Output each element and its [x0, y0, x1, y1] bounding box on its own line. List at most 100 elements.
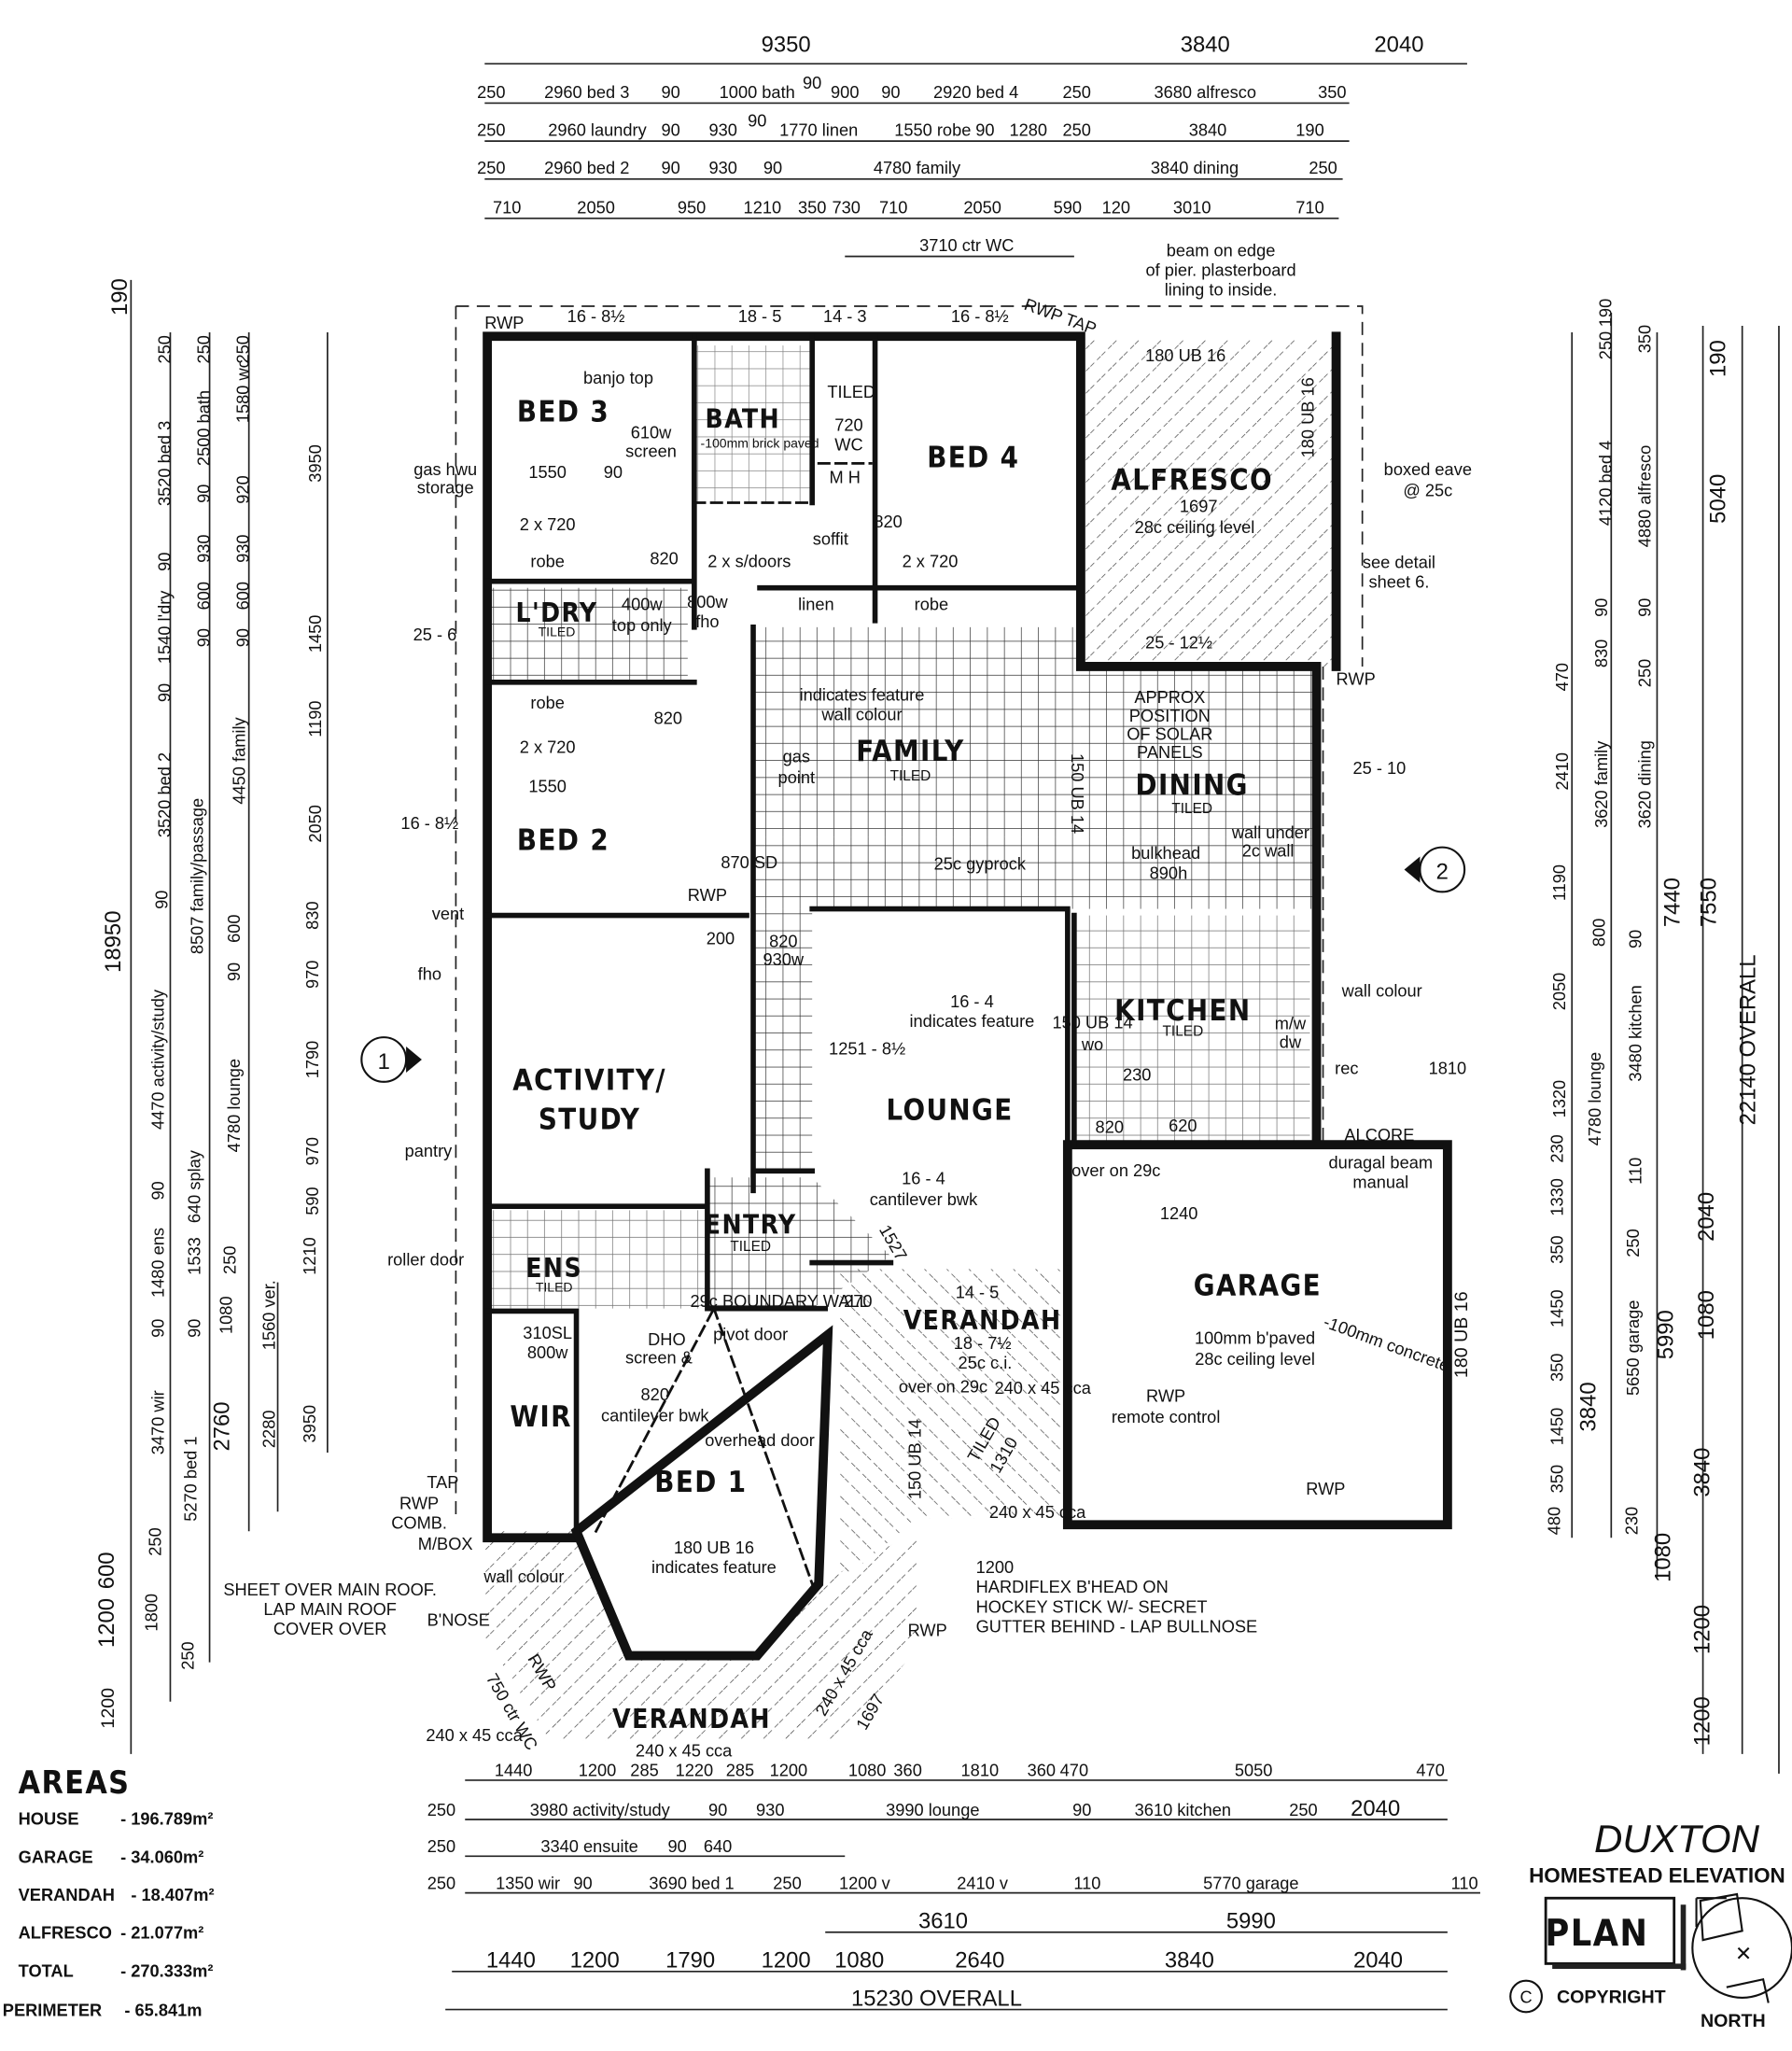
- plan-annotation: 16 - 8½: [567, 306, 625, 326]
- plan-annotation: RWP: [908, 1621, 947, 1640]
- plan-annotation: pivot door: [713, 1324, 788, 1343]
- plan-annotation: duragal beam: [1329, 1152, 1434, 1172]
- plan-annotation: WC: [834, 434, 862, 454]
- dimension-label: 1550 robe: [894, 120, 971, 140]
- plan-box-shadow: [1552, 1963, 1687, 1970]
- plan-annotation: SHEET OVER MAIN ROOF.: [223, 1580, 437, 1599]
- dimension-label: 1200: [94, 1598, 119, 1648]
- plan-annotation: 150 UB 14: [905, 1419, 925, 1499]
- dimension-label: 1200: [579, 1761, 617, 1780]
- plan-annotation: COVER OVER: [273, 1619, 387, 1638]
- dimension-label: 1200: [762, 1948, 811, 1974]
- dimension-label: 1200: [770, 1761, 808, 1780]
- dimension-label: 3610: [918, 1909, 968, 1934]
- plan-annotation: 16 - 4: [950, 991, 994, 1011]
- plan-annotation: 240 x 45 cca: [994, 1378, 1091, 1398]
- dimension-label: 5990: [1226, 1909, 1276, 1934]
- dimension-label: 830: [302, 901, 322, 929]
- dimension-label: 9350: [762, 33, 811, 58]
- dimension-label: 1000 bath: [720, 82, 795, 102]
- dimension-label: 5990: [1653, 1310, 1678, 1359]
- plan-annotation: 820: [641, 1384, 669, 1404]
- plan-annotation: wall colour: [483, 1566, 564, 1586]
- plan-annotation: 820: [654, 709, 682, 728]
- room-label: LOUNGE: [886, 1094, 1013, 1128]
- dimension-label: 1080: [1650, 1533, 1675, 1582]
- plan-annotation: 16 - 4: [902, 1168, 945, 1187]
- dimension-label: 3620 family: [1591, 740, 1611, 828]
- plan-annotation: over on 29c: [899, 1376, 987, 1396]
- dimension-label: 1200: [98, 1688, 119, 1729]
- plan-annotation: indicates feature: [909, 1011, 1034, 1031]
- dimension-label: 710: [1295, 197, 1323, 217]
- plan-annotation: RWP: [399, 1493, 439, 1512]
- dimension-label: 250: [233, 335, 253, 363]
- plan-annotation: B'NOSE: [427, 1609, 490, 1629]
- dimension-label: 250: [1595, 331, 1615, 359]
- dimension-label: 3690 bed 1: [649, 1873, 734, 1892]
- dimension-label: 1450: [305, 615, 325, 653]
- dimension-label: 2960 bed 2: [544, 158, 629, 177]
- plan-annotation: cantilever bwk: [601, 1405, 709, 1425]
- plan-annotation: fho: [418, 963, 441, 983]
- dimension-label: 2640: [955, 1948, 1004, 1974]
- dimension-label: 3710 ctr WC: [919, 235, 1014, 255]
- dimension-label: 600: [94, 1552, 119, 1589]
- dimension-label: 1280: [1009, 120, 1047, 140]
- dimension-label: 285: [726, 1761, 754, 1780]
- plan-annotation: over on 29c: [1071, 1160, 1160, 1180]
- dimension-label: 250: [1634, 659, 1654, 687]
- dimension-label: 250: [427, 1836, 455, 1856]
- plan-annotation: PANELS: [1137, 742, 1203, 762]
- dimension-label: 250: [427, 1800, 455, 1819]
- plan-annotation: M H: [830, 467, 861, 486]
- section-marker-label: 2: [1436, 859, 1449, 884]
- plan-annotation: POSITION: [1129, 706, 1211, 725]
- section-marker-1[interactable]: 1: [360, 1036, 422, 1083]
- dimension-label: 250: [154, 335, 174, 363]
- dimension-label: 2920 bed 4: [933, 82, 1018, 102]
- dimension-label: 350: [798, 197, 826, 217]
- copyright-label: COPYRIGHT: [1557, 1988, 1666, 2008]
- plan-annotation: 310SL: [523, 1323, 572, 1342]
- dimension-label: 2960 bed 3: [544, 82, 629, 102]
- dimension-label: 930: [756, 1800, 784, 1819]
- room-label: ENTRY: [705, 1210, 797, 1241]
- dimension-label: 90: [185, 1319, 204, 1338]
- dimension-label: 250: [1623, 1229, 1643, 1257]
- dimension-label: 110: [1451, 1873, 1478, 1892]
- plan-annotation: GUTTER BEHIND - LAP BULLNOSE: [976, 1616, 1258, 1636]
- copyright-symbol: C: [1520, 1988, 1533, 2007]
- plan-annotation: TILED: [1171, 801, 1212, 817]
- room-label: DINING: [1136, 768, 1249, 802]
- plan-annotation: robe: [915, 595, 948, 614]
- dimension-label: 22140 OVERALL: [1736, 954, 1761, 1125]
- plan-annotation: sheet 6.: [1369, 572, 1430, 592]
- section-marker-2[interactable]: 2: [1404, 846, 1466, 893]
- plan-annotation: pantry: [405, 1141, 454, 1160]
- plan-annotation: wall under: [1231, 822, 1309, 842]
- dimension-label: 710: [493, 197, 521, 217]
- dimension-label: 590: [1054, 197, 1082, 217]
- dimension-label: 920: [233, 475, 253, 503]
- dimension-label: 190: [1595, 299, 1615, 327]
- dimension-label: 1790: [302, 1041, 322, 1079]
- room-label: BED 4: [927, 442, 1019, 475]
- dimension-label: 1080: [848, 1761, 887, 1780]
- plan-annotation: indicates feature: [800, 684, 925, 704]
- dimension-label: 1220: [676, 1761, 714, 1780]
- plan-annotation: 240 x 45 cca: [426, 1725, 523, 1745]
- dimension-label: 3520 bed 2: [154, 752, 174, 837]
- north-label: NORTH: [1701, 2011, 1766, 2031]
- dimension-label: 930: [233, 534, 253, 562]
- dimension-label: 90: [1626, 930, 1645, 948]
- dimension-label: 2050: [963, 197, 1001, 217]
- plan-annotation: 100mm b'paved: [1195, 1328, 1315, 1348]
- dimension-label: 1560 ver.: [259, 1280, 279, 1350]
- plan-annotation: 890h: [1150, 863, 1188, 882]
- plan-annotation: overhead door: [705, 1430, 815, 1450]
- plan-annotation: m/w: [1275, 1014, 1307, 1033]
- plan-annotation: 90: [604, 462, 623, 482]
- plan-annotation: gas hwu: [413, 459, 477, 479]
